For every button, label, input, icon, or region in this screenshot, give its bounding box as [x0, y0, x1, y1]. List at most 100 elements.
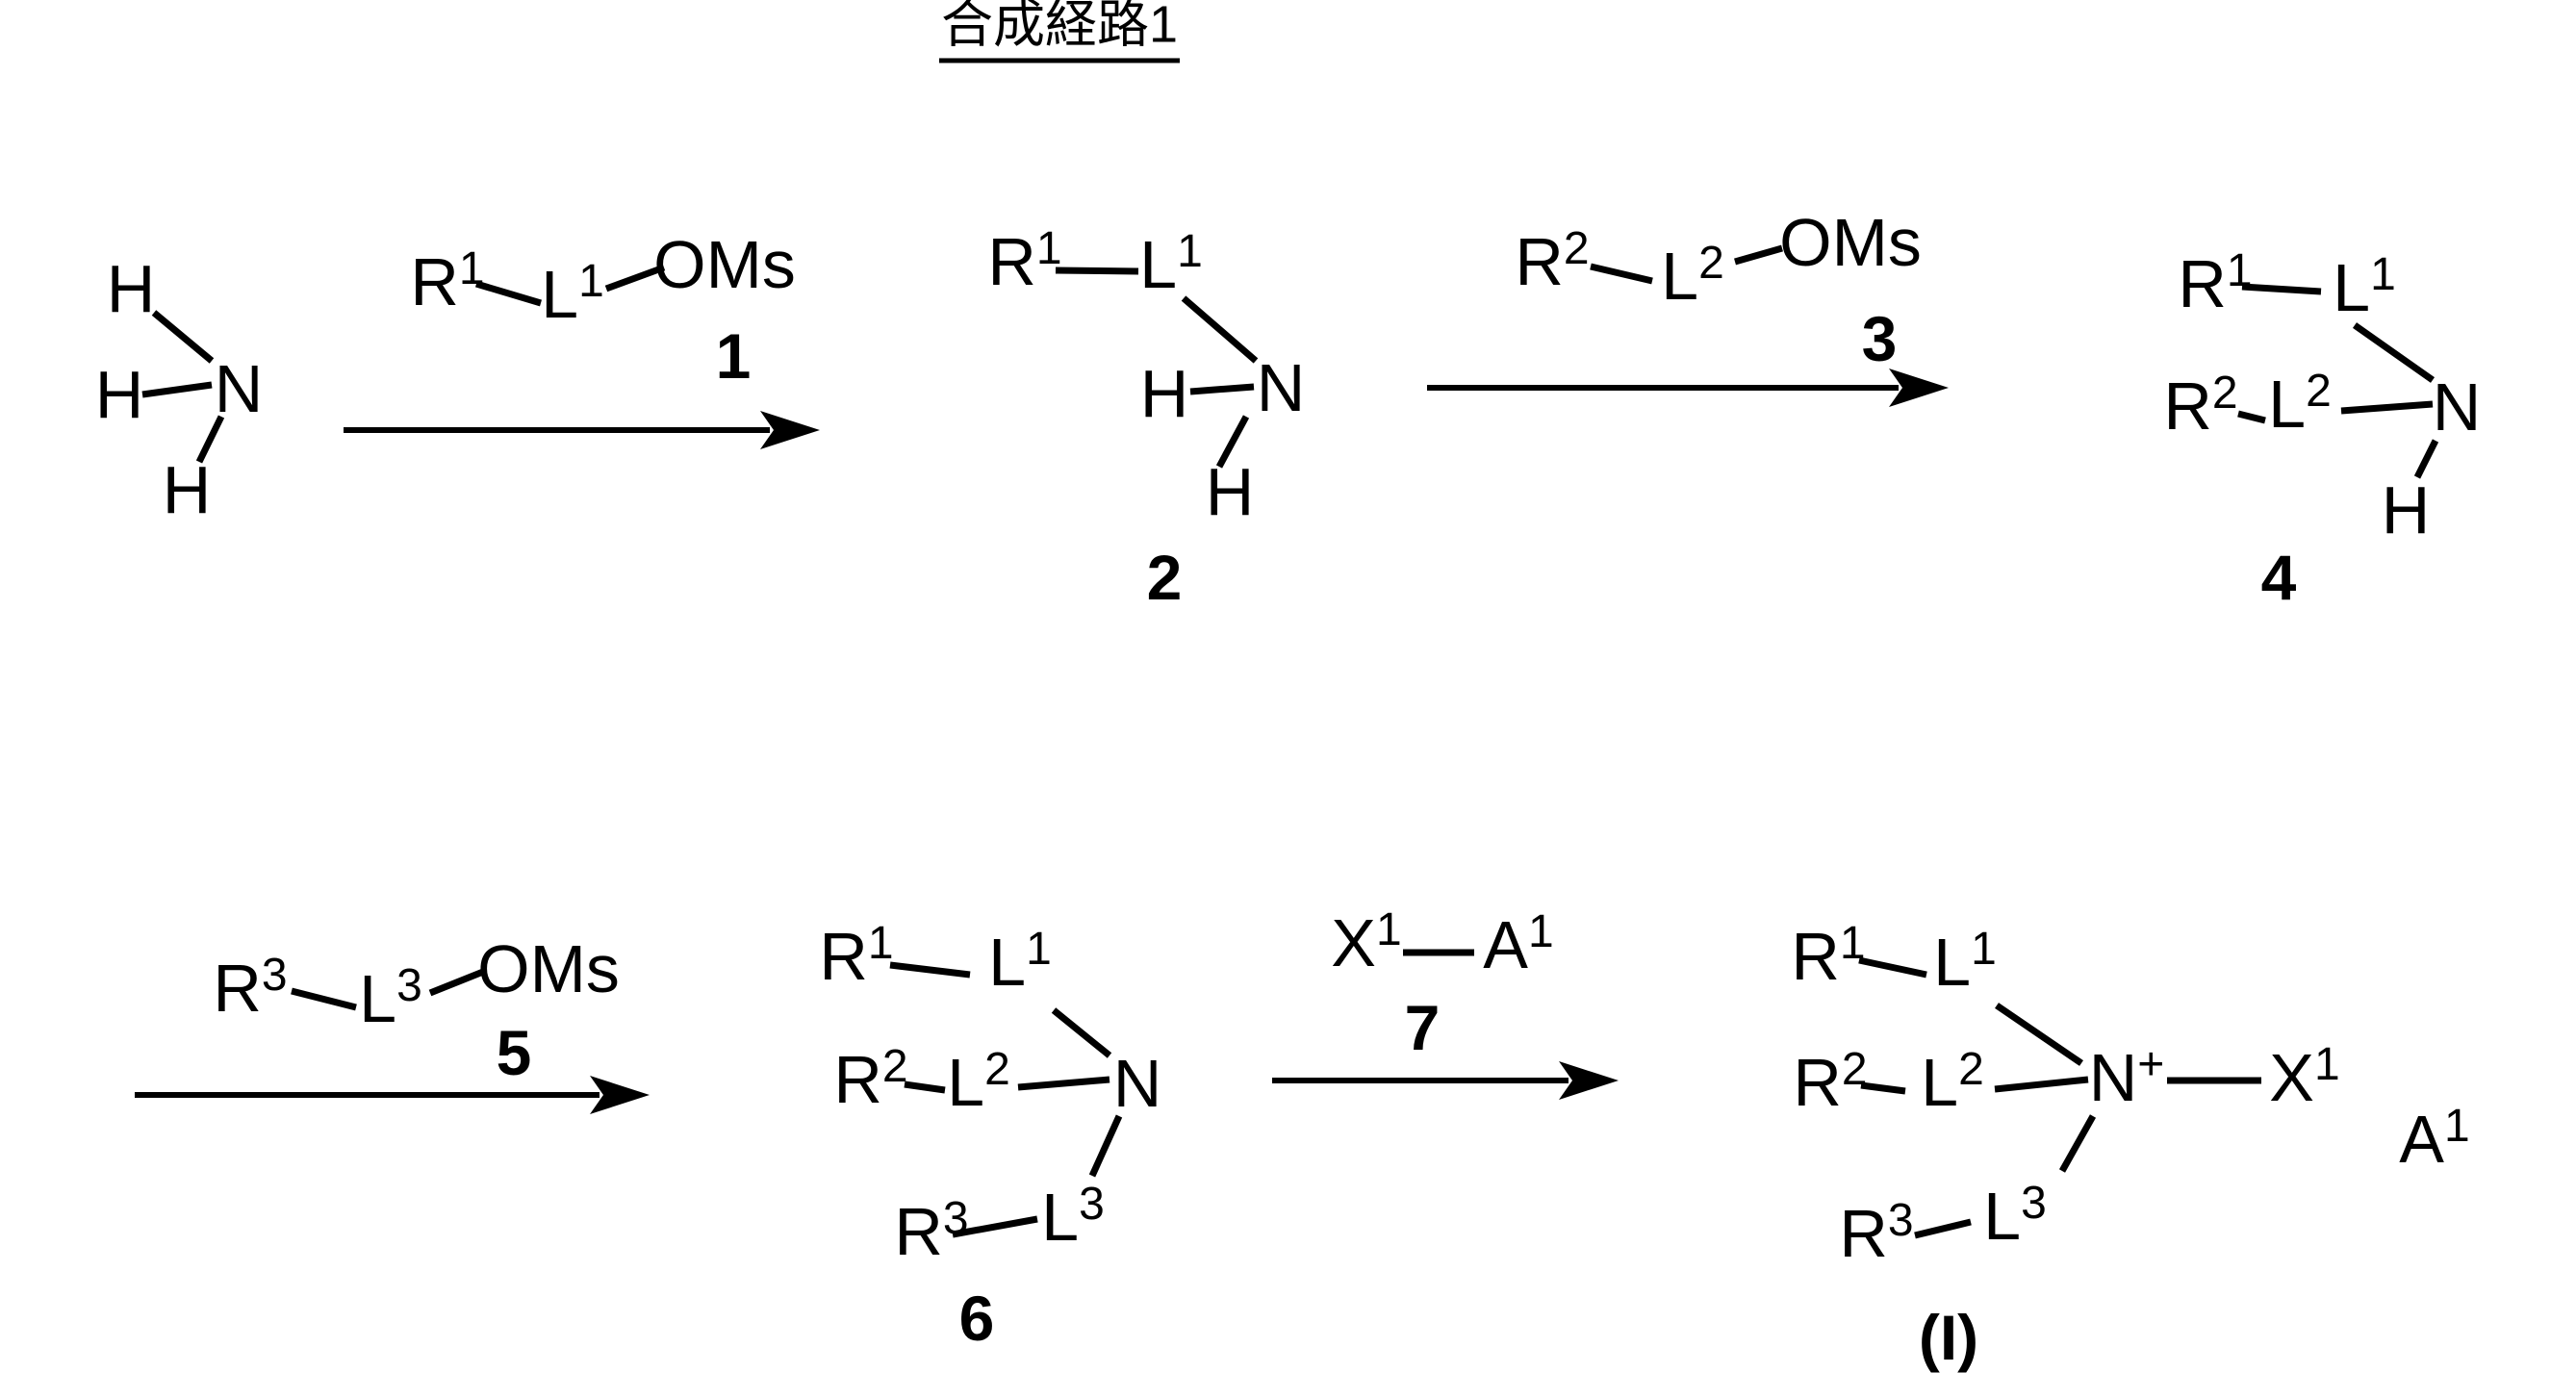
- compoundI-r3: R3: [1839, 1195, 1914, 1268]
- reagent5-r3-base: R: [213, 951, 262, 1026]
- reagent5-l3: L3: [359, 960, 422, 1033]
- reagent7-number: 7: [1404, 992, 1441, 1063]
- page-title: 合成経路1: [938, 0, 1181, 64]
- compound6-n: N: [1112, 1046, 1162, 1121]
- compound6-l2: L2: [947, 1044, 1010, 1117]
- reagent3-l2-base: L: [1661, 239, 1699, 314]
- compound6-l3-base: L: [1041, 1180, 1080, 1255]
- bond: [291, 987, 357, 1011]
- bond: [2058, 1114, 2097, 1173]
- bond: [1858, 956, 1927, 979]
- compoundI-l3: L3: [1983, 1178, 2047, 1251]
- arrowhead-icon: [1889, 369, 1949, 407]
- compoundI-r1: R1: [1791, 918, 1866, 991]
- compound6-r3: R3: [894, 1196, 968, 1266]
- compound6-l2-base: L: [947, 1045, 985, 1120]
- compound2-h-left: H: [1139, 356, 1189, 431]
- bond: [1995, 1003, 2083, 1066]
- compound6-l1-sup: 1: [1026, 924, 1052, 975]
- compound6-r1: R1: [819, 918, 894, 991]
- compoundI-l1-base: L: [1933, 925, 1972, 1000]
- compoundI-x1-sup: 1: [2314, 1039, 2340, 1090]
- bond: [2241, 283, 2322, 295]
- compoundI-x1-base: X: [2269, 1040, 2314, 1115]
- compound4-l2: L2: [2268, 369, 2332, 439]
- bond: [1017, 1076, 1110, 1091]
- compoundI-l3-sup: 3: [2021, 1178, 2047, 1229]
- compound6-l2-sup: 2: [984, 1044, 1010, 1095]
- reagent5-r3-sup: 3: [261, 950, 288, 1001]
- reagent5-l3-base: L: [359, 961, 397, 1036]
- reagent7-a1: A1: [1483, 909, 1553, 979]
- compound2-l1: L1: [1139, 229, 1203, 299]
- bond: [1189, 383, 1255, 395]
- compoundI-r1-base: R: [1791, 919, 1840, 994]
- compound4-r2-sup: 2: [2211, 368, 2238, 419]
- compound4-label: 4: [2260, 542, 2297, 613]
- reagent5-l3-sup: 3: [396, 960, 422, 1011]
- compound4-r2-base: R: [2163, 369, 2212, 444]
- reagent3-l2: L2: [1661, 238, 1724, 311]
- compound4-n: N: [2432, 369, 2482, 445]
- bond: [428, 968, 485, 997]
- ammonia-h-bottom: H: [162, 452, 212, 527]
- compound4-r1: R1: [2178, 248, 2252, 318]
- arrowhead-icon: [1559, 1061, 1619, 1100]
- compound2-n: N: [1256, 350, 1306, 425]
- compound2-r1-sup: 1: [1035, 223, 1062, 274]
- reagent7-x1: X1: [1331, 905, 1401, 980]
- compound6-r2-base: R: [833, 1042, 882, 1117]
- compound2-r1: R1: [987, 223, 1062, 296]
- reagent5-oms: OMs: [477, 931, 620, 1006]
- compoundI-counterion-a1: A1: [2399, 1101, 2470, 1174]
- compound2-h-bottom: H: [1205, 454, 1255, 529]
- reagent1-l1-sup: 1: [578, 256, 604, 307]
- reagent1-oms: OMs: [653, 227, 796, 302]
- ammonia-h-top: H: [106, 251, 156, 326]
- bond: [1055, 267, 1139, 275]
- reagent1-r1-sup: 1: [458, 243, 485, 294]
- reagent3-r2-sup: 2: [1563, 223, 1590, 274]
- bond: [904, 1081, 946, 1094]
- compound6-l3: L3: [1041, 1182, 1105, 1252]
- reagent1-l1-base: L: [541, 257, 579, 332]
- bond: [474, 280, 543, 307]
- compoundI-l1-sup: 1: [1971, 924, 1997, 975]
- reagent7-x1-base: X: [1331, 905, 1376, 980]
- bond: [2237, 410, 2266, 424]
- reagent3-l2-sup: 2: [1698, 238, 1724, 289]
- bond: [604, 264, 666, 292]
- compound6-l1: L1: [988, 924, 1052, 997]
- compound6-r1-base: R: [819, 919, 868, 994]
- compoundI-r2-sup: 2: [1841, 1044, 1868, 1095]
- bond: [141, 381, 213, 398]
- compoundI-l2-sup: 2: [1958, 1044, 1984, 1095]
- compound6-r2-sup: 2: [881, 1041, 908, 1092]
- compoundI-n-base: N: [2088, 1040, 2138, 1115]
- reagent3-r2: R2: [1515, 223, 1590, 296]
- bond: [2340, 400, 2434, 415]
- compound4-h-bottom: H: [2381, 472, 2431, 547]
- reagent7-a1-base: A: [1483, 907, 1528, 982]
- bond: [151, 310, 215, 364]
- reagent5-r3: R3: [213, 950, 288, 1023]
- compound6-r1-sup: 1: [867, 918, 894, 969]
- bond: [2413, 439, 2439, 479]
- compoundI-r3-sup: 3: [1887, 1195, 1914, 1246]
- compoundI-r1-sup: 1: [1839, 918, 1866, 969]
- bond: [1590, 263, 1653, 285]
- compoundI-n-charge: +: [2137, 1039, 2165, 1090]
- ammonia-h-left: H: [94, 357, 144, 432]
- compound2-l1-base: L: [1139, 227, 1178, 302]
- bond: [1215, 415, 1250, 469]
- reagent1-l1: L1: [541, 256, 604, 329]
- compoundI-counterion-sup: 1: [2444, 1101, 2470, 1152]
- compoundI-l2: L2: [1921, 1044, 1984, 1117]
- bond: [195, 415, 225, 464]
- compound6-r3-base: R: [894, 1194, 943, 1269]
- compoundI-l1: L1: [1933, 924, 1997, 997]
- reagent1-r1: R1: [410, 243, 485, 317]
- compoundI-n-plus: N+: [2089, 1039, 2165, 1112]
- bond: [1860, 1081, 1906, 1095]
- bond: [889, 961, 971, 979]
